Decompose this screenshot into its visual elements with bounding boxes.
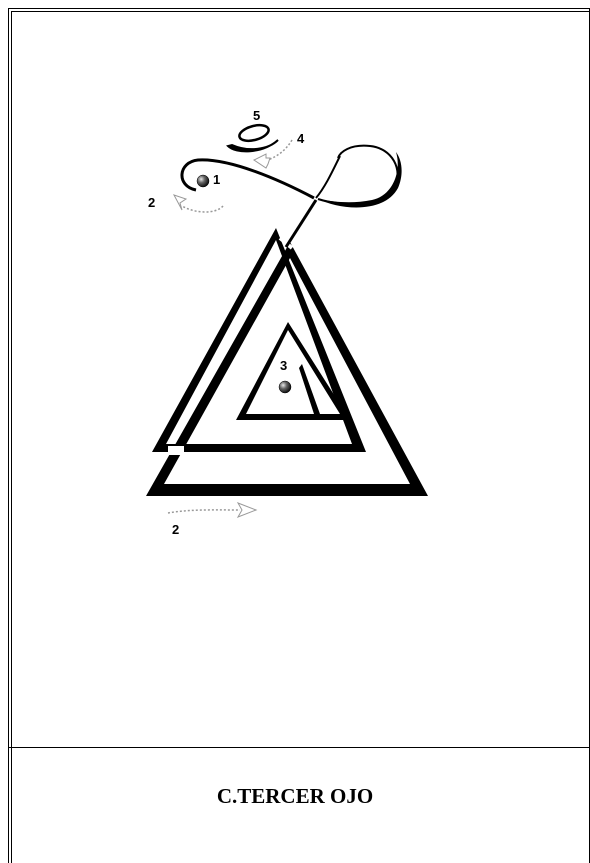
label-point-3: 3 bbox=[280, 358, 287, 373]
infinity-right-loop-thick bbox=[318, 152, 402, 208]
label-point-1: 1 bbox=[213, 172, 220, 187]
arrow-4-head bbox=[254, 154, 270, 168]
arrow-2-top-dashed bbox=[182, 206, 223, 212]
point-3-ball bbox=[279, 381, 291, 393]
tercer-ojo-diagram: 1 2 3 4 5 2 bbox=[0, 0, 590, 745]
label-arrow-2-bottom: 2 bbox=[172, 522, 179, 537]
label-point-5: 5 bbox=[253, 108, 260, 123]
arrow-2-bottom-head bbox=[238, 503, 256, 517]
caption-divider bbox=[8, 747, 590, 748]
spiral-gap bbox=[168, 446, 184, 455]
point-1-ball bbox=[197, 175, 209, 187]
label-arrow-2-top: 2 bbox=[148, 195, 155, 210]
connector-line bbox=[286, 200, 316, 247]
figure-caption: C.TERCER OJO bbox=[0, 784, 590, 809]
orbit-5 bbox=[238, 122, 271, 143]
infinity-crossing-line bbox=[316, 156, 340, 198]
arrow-2-bottom-dashed bbox=[168, 510, 240, 513]
arrow-4-dashed bbox=[268, 140, 292, 160]
label-arrow-4: 4 bbox=[297, 131, 305, 146]
arc-4 bbox=[228, 140, 278, 151]
